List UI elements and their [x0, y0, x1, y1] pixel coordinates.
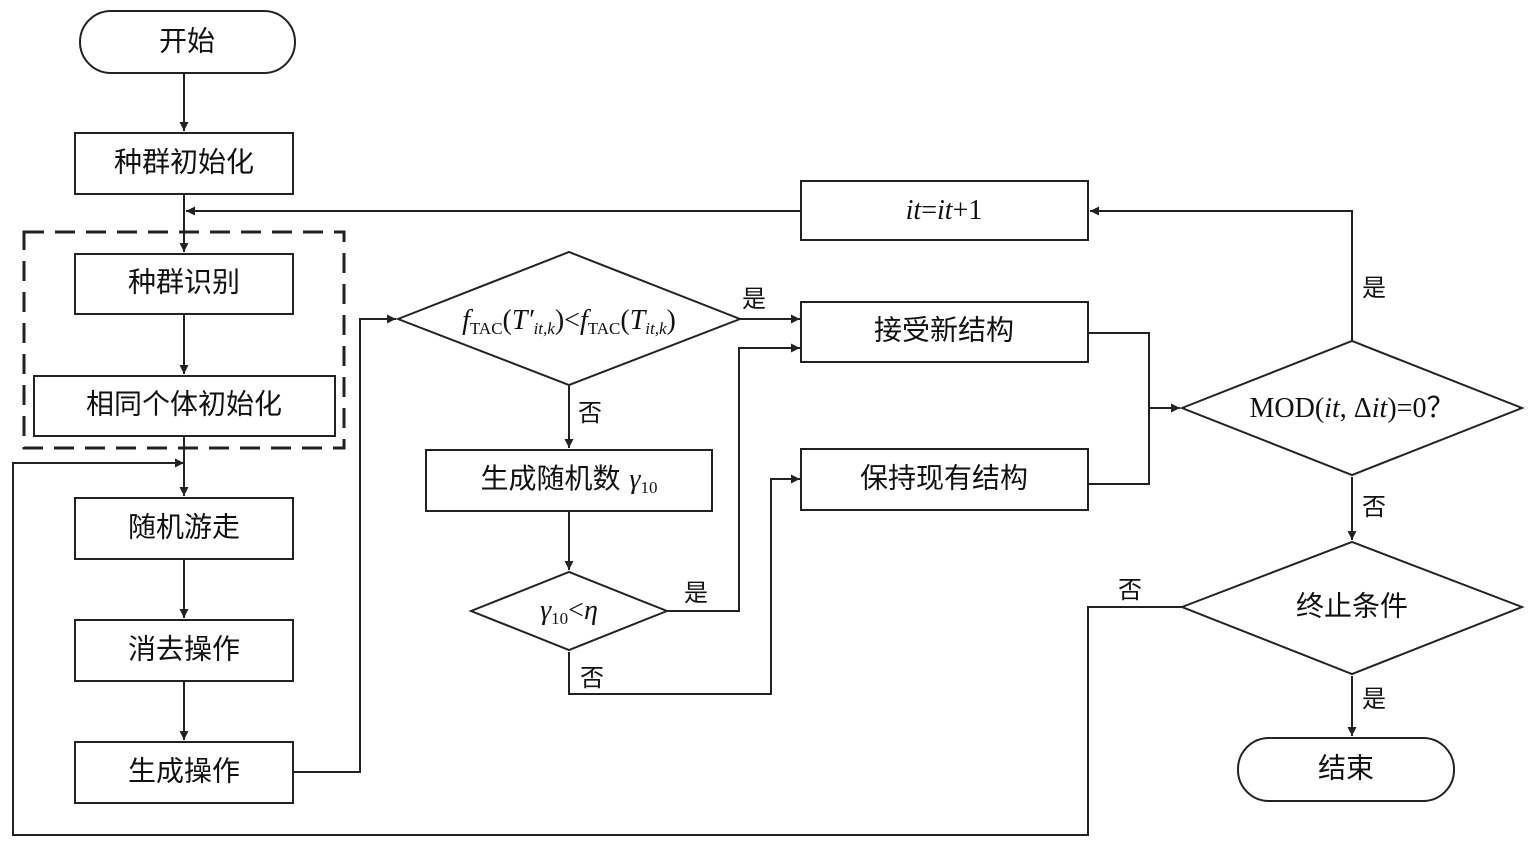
- connectors: [12, 74, 1357, 836]
- generate-random-node: 生成随机数 γ10: [425, 449, 713, 512]
- generation-label: 生成操作: [128, 755, 240, 788]
- same-individual-init-node: 相同个体初始化: [33, 375, 336, 437]
- gamma-decision: γ10<η: [468, 570, 670, 652]
- edge-gamma-no-to-keep: [568, 474, 800, 695]
- generation-node: 生成操作: [74, 741, 294, 804]
- elimination-label: 消去操作: [128, 633, 240, 666]
- keep-label: 保持现有结构: [860, 462, 1028, 495]
- gamma-condition: γ10<η: [540, 595, 598, 628]
- mod-condition: MOD(it, Δit)=0？: [1250, 393, 1455, 424]
- increment-node: it=it+1: [800, 180, 1089, 241]
- population-identify-label: 种群识别: [128, 266, 240, 299]
- start-node: 开始: [79, 10, 296, 74]
- increment-formula: it=it+1: [906, 195, 983, 226]
- edge-mod-yes-to-increment: [1090, 206, 1353, 341]
- mod-decision: MOD(it, Δit)=0？: [1179, 339, 1525, 477]
- label-term-yes: 是: [1362, 685, 1386, 713]
- label-gamma-yes: 是: [684, 579, 708, 607]
- edge-gamma-yes-to-accept: [667, 343, 800, 612]
- end-label: 结束: [1318, 752, 1374, 785]
- compare-formula: fTAC(T′it,k)<fTAC(Tit,k): [462, 305, 676, 338]
- accept-node: 接受新结构: [800, 301, 1089, 363]
- label-gamma-no: 否: [580, 664, 604, 692]
- keep-node: 保持现有结构: [800, 448, 1089, 511]
- accept-label: 接受新结构: [874, 314, 1014, 347]
- elimination-node: 消去操作: [74, 619, 294, 682]
- random-walk-node: 随机游走: [74, 497, 294, 560]
- label-mod-yes: 是: [1362, 274, 1386, 302]
- end-node: 结束: [1237, 737, 1455, 802]
- random-walk-label: 随机游走: [128, 511, 240, 544]
- terminate-decision: 终止条件: [1179, 540, 1525, 676]
- population-init-label: 种群初始化: [114, 146, 254, 179]
- same-individual-init-label: 相同个体初始化: [86, 388, 282, 421]
- edge-gen-to-compare: [292, 314, 396, 773]
- label-compare-no: 否: [578, 399, 602, 427]
- start-label: 开始: [159, 25, 215, 58]
- population-identify-node: 种群识别: [74, 253, 294, 315]
- compare-decision: fTAC(T′it,k)<fTAC(Tit,k): [395, 250, 743, 387]
- label-mod-no: 否: [1362, 493, 1386, 521]
- edge-accept-to-merge: [1088, 332, 1150, 485]
- population-init-node: 种群初始化: [74, 132, 294, 195]
- label-compare-yes: 是: [742, 285, 766, 313]
- terminate-label: 终止条件: [1296, 590, 1408, 623]
- edge-terminate-no-loop: [12, 458, 1182, 836]
- label-term-no: 否: [1118, 576, 1142, 604]
- generate-random-label: 生成随机数 γ10: [481, 462, 658, 497]
